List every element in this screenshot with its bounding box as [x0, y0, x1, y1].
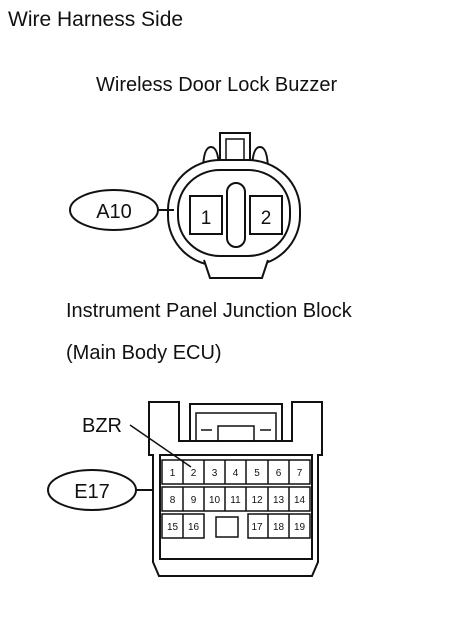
- bzr-leader-line: [129, 424, 192, 468]
- e17-pin-14: 14: [294, 495, 306, 506]
- e17-pin-4: 4: [233, 468, 239, 479]
- e17-pin-grid: [161, 459, 311, 539]
- e17-pin-18: 18: [273, 522, 285, 533]
- buzzer-pin-2: 2: [261, 208, 272, 229]
- e17-pin-11: 11: [230, 495, 241, 506]
- e17-pin-7: 7: [297, 468, 303, 479]
- bzr-callout-label: BZR: [82, 415, 122, 437]
- e17-pin-17: 17: [251, 522, 263, 533]
- e17-pin-3: 3: [212, 468, 218, 479]
- buzzer-pin-cavity: [249, 195, 283, 235]
- e17-pin-16: 16: [188, 522, 200, 533]
- e17-pin-15: 15: [167, 522, 179, 533]
- e17-pin-6: 6: [276, 468, 282, 479]
- e17-pin-5: 5: [254, 468, 260, 479]
- buzzer-pin-1: 1: [201, 208, 212, 229]
- e17-pin-13: 13: [273, 495, 285, 506]
- diagram-title: Wire Harness Side: [8, 8, 184, 31]
- buzzer-connector: [167, 132, 301, 279]
- junction-connector-id: E17: [74, 481, 110, 503]
- e17-pin-9: 9: [191, 495, 197, 506]
- e17-pin-12: 12: [251, 495, 263, 506]
- e17-pin-10: 10: [209, 495, 221, 506]
- buzzer-center-key: [226, 182, 246, 248]
- buzzer-pin-cavity: [189, 195, 223, 235]
- e17-center-key: [215, 516, 239, 538]
- junction-block-title: Instrument Panel Junction Block: [66, 300, 352, 322]
- junction-block-connector: [148, 401, 323, 577]
- e17-pin-1: 1: [170, 468, 176, 479]
- e17-pin-8: 8: [170, 495, 176, 506]
- buzzer-connector-title: Wireless Door Lock Buzzer: [96, 74, 338, 96]
- buzzer-connector-id: A10: [96, 201, 132, 223]
- e17-pin-2: 2: [191, 468, 197, 479]
- junction-block-subtitle: (Main Body ECU): [66, 342, 222, 364]
- e17-pin-19: 19: [294, 522, 306, 533]
